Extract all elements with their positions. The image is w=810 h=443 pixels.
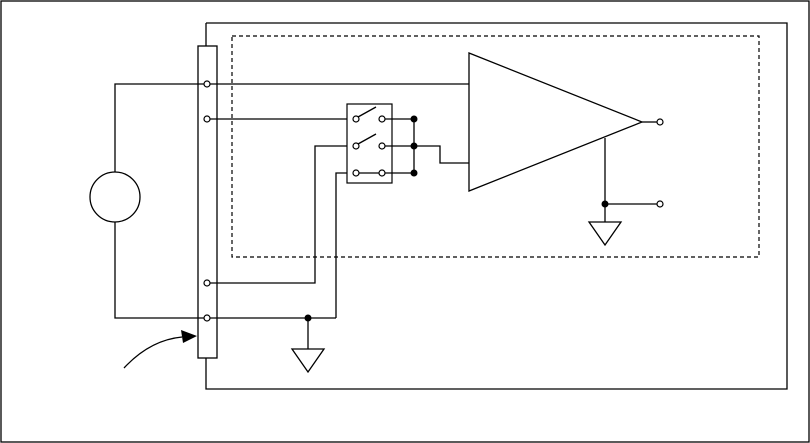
source-wire-bottom [115, 222, 207, 318]
wire-aisense [207, 146, 356, 283]
terminal-pin-2 [204, 116, 210, 122]
wire-amp-minus [414, 146, 469, 163]
pointer-arrowhead [181, 330, 197, 343]
wire-aignd [336, 173, 356, 318]
switch-2-contact-b [379, 143, 385, 149]
amplifier-ground-icon [589, 222, 621, 245]
bus-node-3 [411, 170, 418, 177]
terminal-pin-3 [204, 280, 210, 286]
external-ground-icon [292, 349, 324, 372]
external-ground-node [305, 315, 312, 322]
source-wire-top [115, 84, 207, 172]
connector-terminal-block [198, 46, 217, 358]
bus-node-2 [411, 143, 418, 150]
amplifier-output-terminal [657, 119, 663, 125]
amplifier [469, 53, 642, 191]
switch-3-contact-b [379, 170, 385, 176]
terminal-pin-1 [204, 81, 210, 87]
amplifier-reference-terminal [657, 201, 663, 207]
bus-node-1 [411, 116, 418, 123]
switch-1-contact-a [353, 116, 359, 122]
pointer-arrow [124, 337, 182, 368]
terminal-pin-4 [204, 315, 210, 321]
switch-1-contact-b [379, 116, 385, 122]
switch-3-contact-a [353, 170, 359, 176]
signal-source [90, 172, 140, 222]
amplifier-reference-node [602, 201, 609, 208]
switch-2-contact-a [353, 143, 359, 149]
